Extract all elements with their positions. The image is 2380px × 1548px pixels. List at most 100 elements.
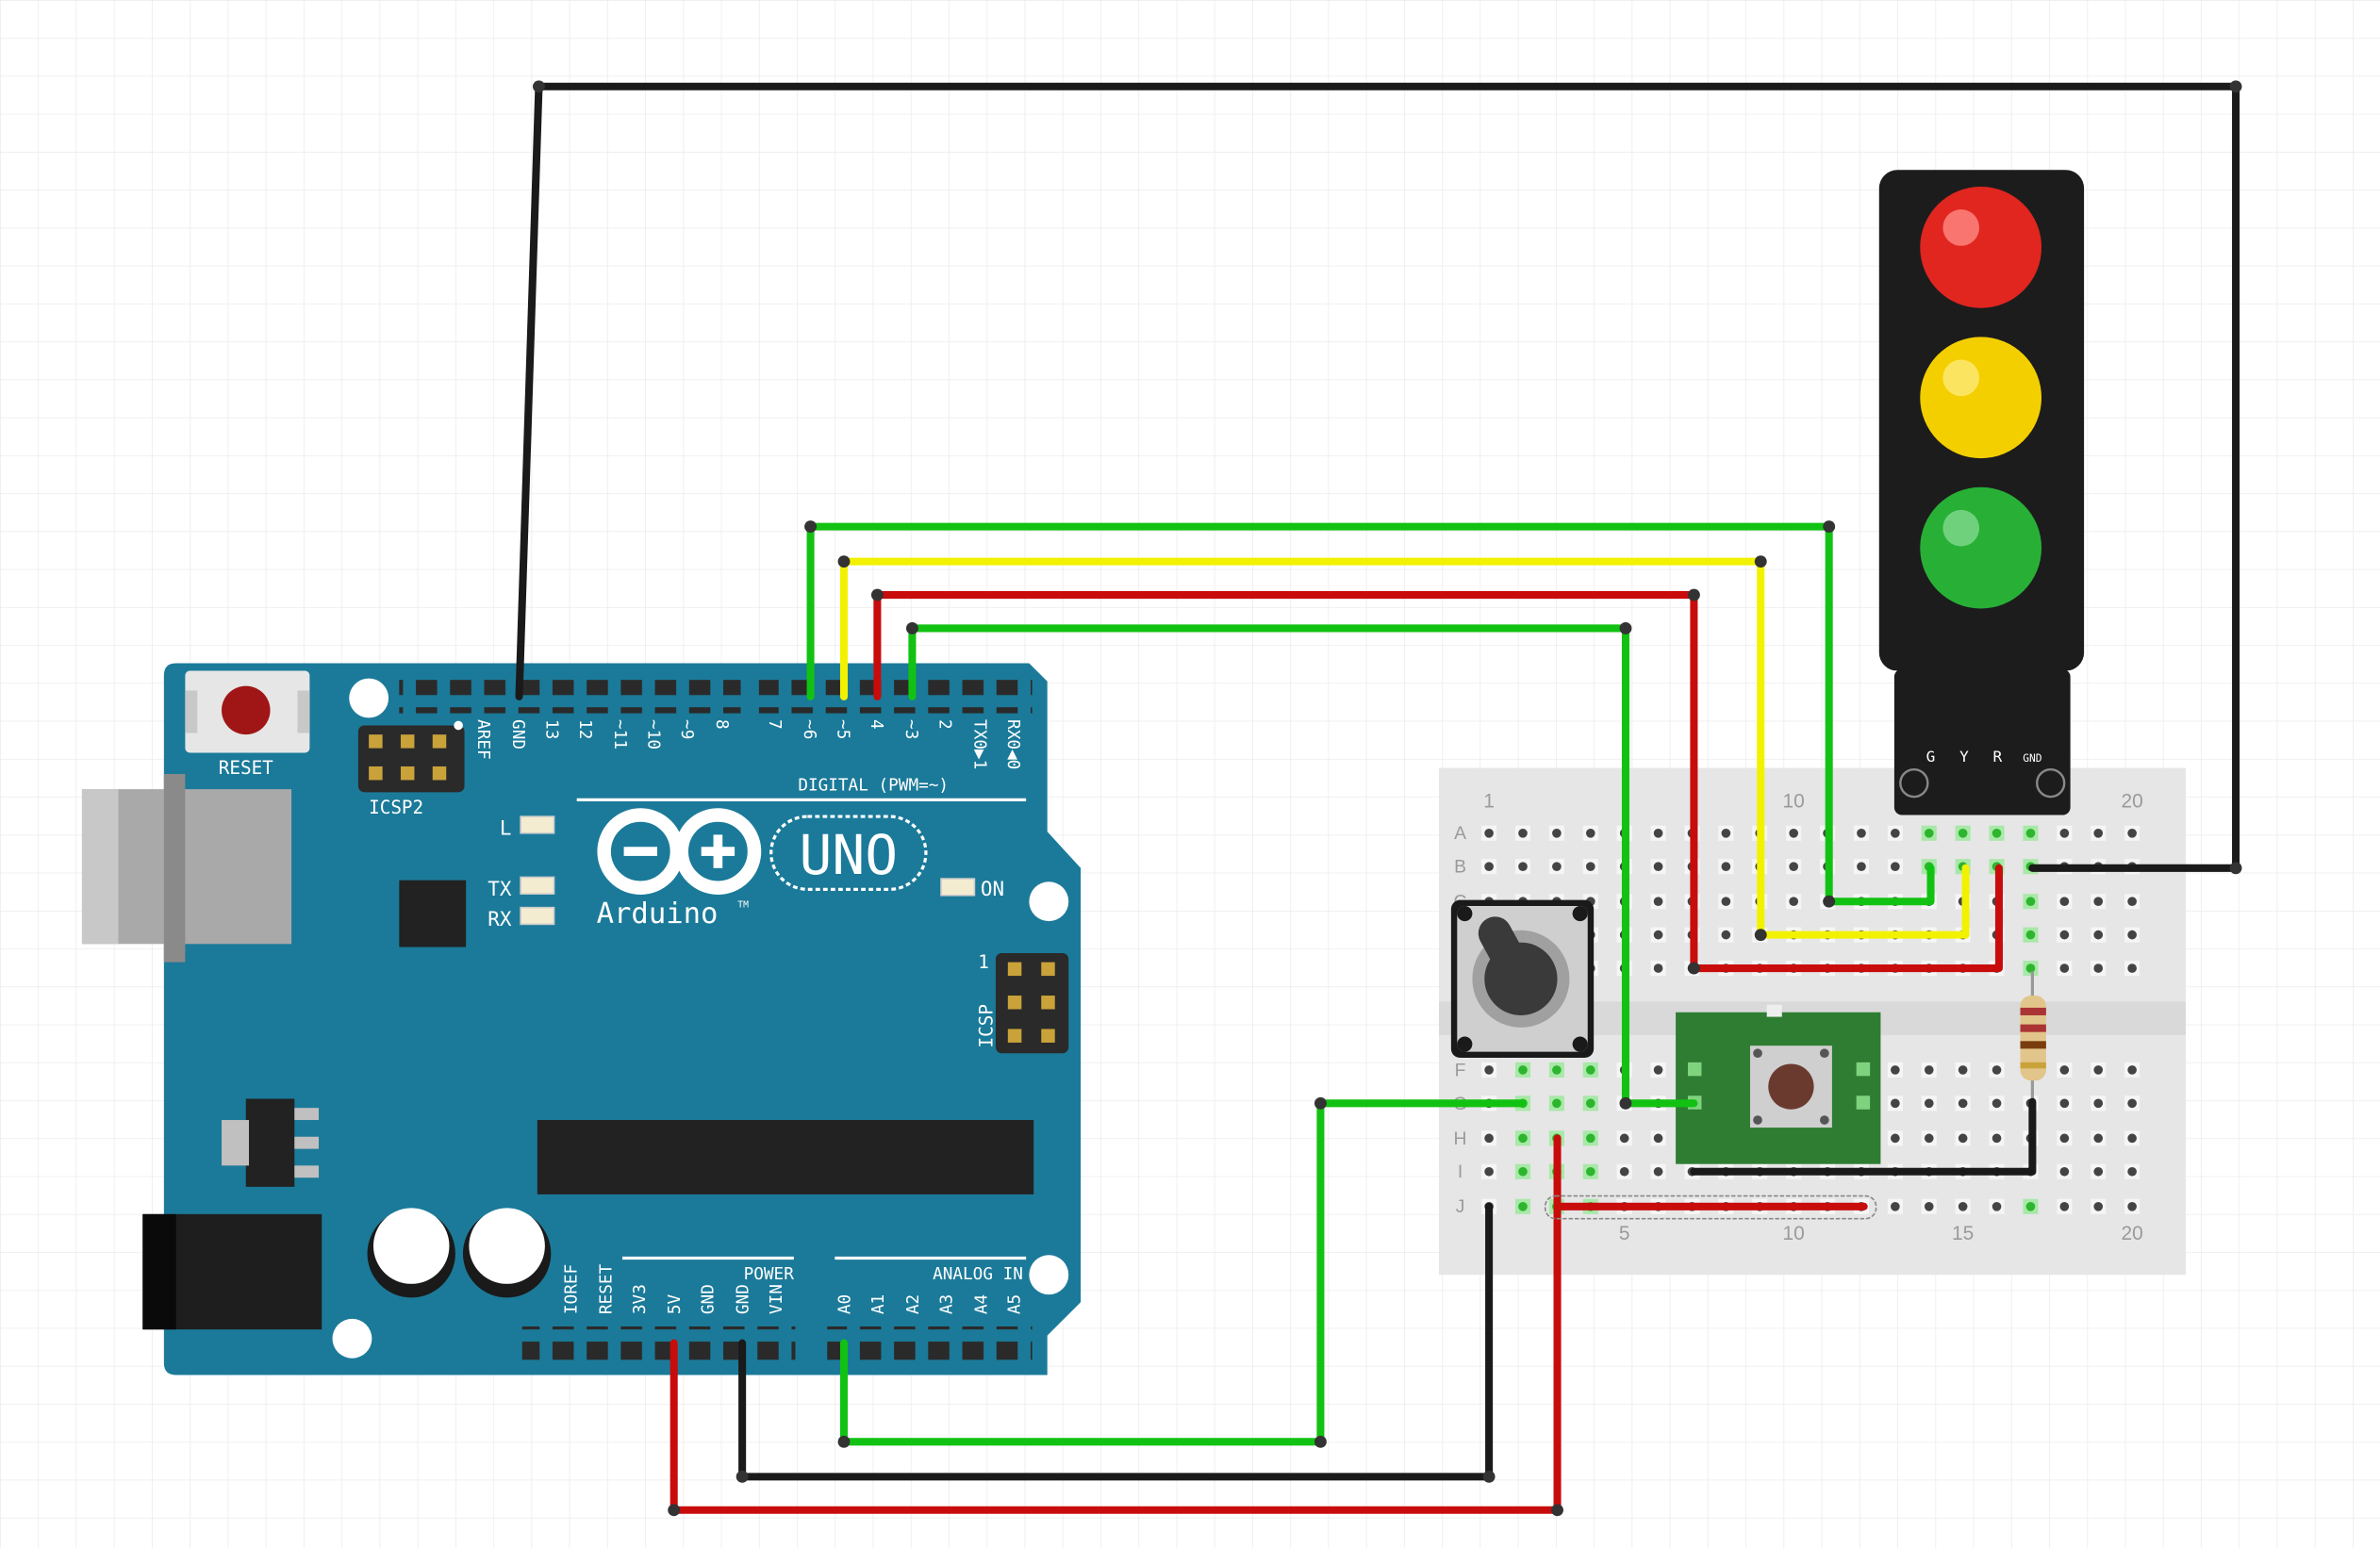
breadboard-hole[interactable] <box>2127 1201 2137 1211</box>
breadboard-hole[interactable] <box>2059 930 2070 940</box>
breadboard-hole[interactable] <box>1653 897 1663 907</box>
breadboard-hole[interactable] <box>1958 1133 1968 1144</box>
breadboard-hole[interactable] <box>2093 1201 2104 1211</box>
breadboard-hole[interactable] <box>1552 1098 1562 1109</box>
breadboard-hole[interactable] <box>1721 897 1731 907</box>
breadboard-hole[interactable] <box>1484 828 1494 838</box>
breadboard-hole[interactable] <box>1484 862 1494 872</box>
breadboard-hole[interactable] <box>1585 828 1595 838</box>
breadboard-hole[interactable] <box>1552 828 1562 838</box>
breadboard-hole[interactable] <box>1585 1166 1595 1177</box>
breadboard-hole[interactable] <box>1585 862 1595 872</box>
breadboard-hole[interactable] <box>2093 1098 2104 1109</box>
breadboard-hole[interactable] <box>2025 828 2036 838</box>
breadboard-hole[interactable] <box>1891 1065 1900 1075</box>
wire-pin6-green[interactable] <box>806 522 1935 906</box>
breadboard-hole[interactable] <box>1924 1065 1934 1075</box>
wire-button-gnd[interactable] <box>1690 1097 2037 1176</box>
breadboard-hole[interactable] <box>1891 1201 1900 1211</box>
breadboard-hole[interactable] <box>2127 1133 2137 1144</box>
breadboard-hole[interactable] <box>1789 897 1799 907</box>
potentiometer-knob[interactable] <box>1478 916 1541 1004</box>
breadboard-hole[interactable] <box>1721 828 1731 838</box>
breadboard-hole[interactable] <box>1992 1098 2002 1109</box>
breadboard-hole[interactable] <box>1518 1166 1528 1177</box>
breadboard-hole[interactable] <box>1585 1133 1595 1144</box>
wire-gnd-bottom[interactable] <box>738 1202 1494 1481</box>
breadboard-hole[interactable] <box>1992 828 2002 838</box>
breadboard-hole[interactable] <box>2025 897 2036 907</box>
breadboard-hole[interactable] <box>1653 828 1663 838</box>
push-button-cap[interactable] <box>1768 1063 1814 1110</box>
breadboard-hole[interactable] <box>1518 1065 1528 1075</box>
breadboard-hole[interactable] <box>1857 828 1866 838</box>
breadboard-hole[interactable] <box>1653 1133 1663 1144</box>
breadboard-hole[interactable] <box>1958 828 1968 838</box>
breadboard-hole[interactable] <box>1619 1133 1629 1144</box>
breadboard-hole[interactable] <box>1552 1065 1562 1075</box>
breadboard-hole[interactable] <box>2127 897 2137 907</box>
breadboard-hole[interactable] <box>1891 1133 1900 1144</box>
breadboard-hole[interactable] <box>2025 930 2036 940</box>
breadboard-hole[interactable] <box>2093 963 2104 973</box>
breadboard-hole[interactable] <box>1789 828 1799 838</box>
breadboard-hole[interactable] <box>2059 1133 2070 1144</box>
breadboard-hole[interactable] <box>1585 1098 1595 1109</box>
breadboard-hole[interactable] <box>2059 828 2070 838</box>
breadboard-hole[interactable] <box>2059 1065 2070 1075</box>
reset-button[interactable] <box>222 685 271 735</box>
breadboard-hole[interactable] <box>2059 1201 2070 1211</box>
breadboard-hole[interactable] <box>1992 1133 2002 1144</box>
breadboard-hole[interactable] <box>2127 930 2137 940</box>
breadboard-hole[interactable] <box>1518 828 1528 838</box>
breadboard-hole[interactable] <box>1924 828 1934 838</box>
breadboard-hole[interactable] <box>2025 963 2036 973</box>
breadboard-hole[interactable] <box>1891 828 1900 838</box>
breadboard-hole[interactable] <box>1992 1065 2002 1075</box>
wire-pin4-red[interactable] <box>873 591 2003 973</box>
breadboard-hole[interactable] <box>1484 1133 1494 1144</box>
breadboard-hole[interactable] <box>2127 1098 2137 1109</box>
breadboard-hole[interactable] <box>2127 828 2137 838</box>
breadboard-hole[interactable] <box>1891 862 1900 872</box>
breadboard-hole[interactable] <box>1891 1098 1900 1109</box>
breadboard-hole[interactable] <box>1924 1133 1934 1144</box>
breadboard-hole[interactable] <box>2059 963 2070 973</box>
breadboard-hole[interactable] <box>1518 1133 1528 1144</box>
wire-pin5-yellow[interactable] <box>839 557 1970 939</box>
wire-5v-red[interactable] <box>669 1134 1562 1514</box>
breadboard-hole[interactable] <box>1653 930 1663 940</box>
breadboard-hole[interactable] <box>2093 1166 2104 1177</box>
breadboard-hole[interactable] <box>2059 897 2070 907</box>
breadboard-hole[interactable] <box>1518 1201 1528 1211</box>
breadboard-hole[interactable] <box>2093 897 2104 907</box>
breadboard-hole[interactable] <box>2059 1166 2070 1177</box>
potentiometer[interactable] <box>1450 899 1595 1059</box>
breadboard-hole[interactable] <box>1721 930 1731 940</box>
breadboard-hole[interactable] <box>1484 1065 1494 1075</box>
breadboard-hole[interactable] <box>2025 1201 2036 1211</box>
breadboard-hole[interactable] <box>1721 862 1731 872</box>
breadboard-hole[interactable] <box>2093 828 2104 838</box>
breadboard-hole[interactable] <box>1958 1065 1968 1075</box>
push-button-module[interactable] <box>1676 1004 1881 1164</box>
breadboard-hole[interactable] <box>1518 862 1528 872</box>
breadboard-hole[interactable] <box>1924 1201 1934 1211</box>
breadboard-hole[interactable] <box>1653 1065 1663 1075</box>
breadboard-hole[interactable] <box>1992 1201 2002 1211</box>
breadboard-hole[interactable] <box>2127 1065 2137 1075</box>
traffic-light-module[interactable]: G Y R GND <box>1878 170 2085 815</box>
breadboard-hole[interactable] <box>2093 930 2104 940</box>
breadboard-hole[interactable] <box>1924 1098 1934 1109</box>
breadboard-hole[interactable] <box>1857 862 1866 872</box>
breadboard-hole[interactable] <box>2059 1098 2070 1109</box>
breadboard-hole[interactable] <box>1789 862 1799 872</box>
breadboard-hole[interactable] <box>2127 1166 2137 1177</box>
breadboard-hole[interactable] <box>1958 1098 1968 1109</box>
breadboard-hole[interactable] <box>1585 1065 1595 1075</box>
breadboard-hole[interactable] <box>1552 862 1562 872</box>
breadboard-hole[interactable] <box>1653 1166 1663 1177</box>
breadboard-hole[interactable] <box>1619 1166 1629 1177</box>
breadboard-hole[interactable] <box>1653 862 1663 872</box>
